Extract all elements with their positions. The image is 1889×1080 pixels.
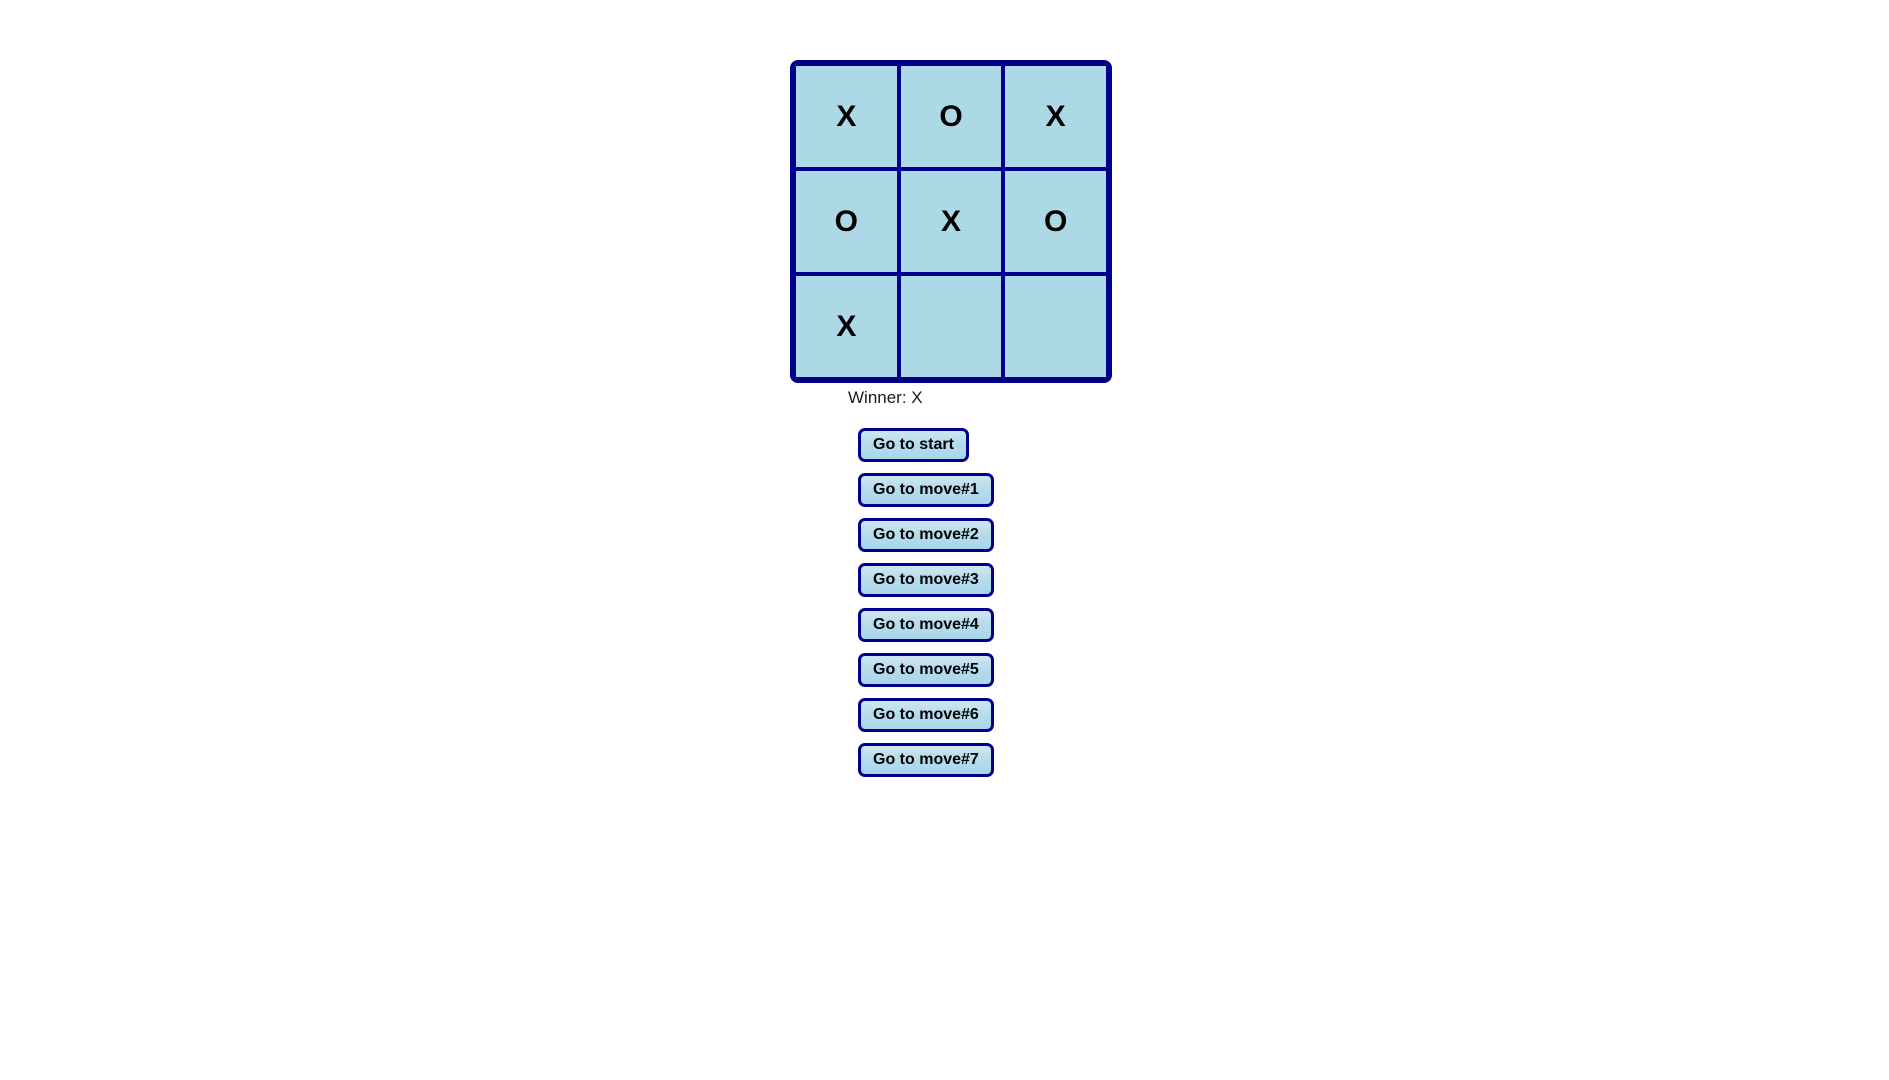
board-row: X (794, 274, 1108, 379)
go-to-start-button[interactable]: Go to start (858, 428, 969, 462)
board-square-3[interactable]: O (794, 169, 899, 274)
list-item: Go to move#6 (848, 698, 1248, 732)
board-square-0[interactable]: X (794, 64, 899, 169)
game-status: Winner: X (848, 388, 923, 407)
list-item: Go to move#4 (848, 608, 1248, 642)
board-square-7[interactable] (898, 274, 1004, 379)
go-to-move-2-button[interactable]: Go to move#2 (858, 518, 994, 552)
go-to-move-3-button[interactable]: Go to move#3 (858, 563, 994, 597)
go-to-move-4-button[interactable]: Go to move#4 (858, 608, 994, 642)
game-board: X O X O X O X (790, 60, 1112, 383)
board-square-4[interactable]: X (898, 169, 1004, 274)
board-row: X O X (794, 64, 1108, 169)
game-info-panel: Winner: X Go to start Go to move#1 Go to… (848, 388, 1248, 788)
board-square-8[interactable] (1003, 274, 1108, 379)
list-item: Go to move#7 (848, 743, 1248, 777)
board-square-5[interactable]: O (1003, 169, 1108, 274)
move-history-list: Go to start Go to move#1 Go to move#2 Go… (848, 428, 1248, 777)
list-item: Go to move#5 (848, 653, 1248, 687)
list-item: Go to move#3 (848, 563, 1248, 597)
go-to-move-6-button[interactable]: Go to move#6 (858, 698, 994, 732)
go-to-move-7-button[interactable]: Go to move#7 (858, 743, 994, 777)
go-to-move-1-button[interactable]: Go to move#1 (858, 473, 994, 507)
list-item: Go to move#2 (848, 518, 1248, 552)
list-item: Go to move#1 (848, 473, 1248, 507)
board-row: O X O (794, 169, 1108, 274)
go-to-move-5-button[interactable]: Go to move#5 (858, 653, 994, 687)
list-item: Go to start (848, 428, 1248, 462)
board-square-2[interactable]: X (1003, 64, 1108, 169)
board-square-1[interactable]: O (898, 64, 1004, 169)
tic-tac-toe-game: X O X O X O X Winner: X Go to start Go t… (790, 60, 1112, 777)
board-square-6[interactable]: X (794, 274, 899, 379)
